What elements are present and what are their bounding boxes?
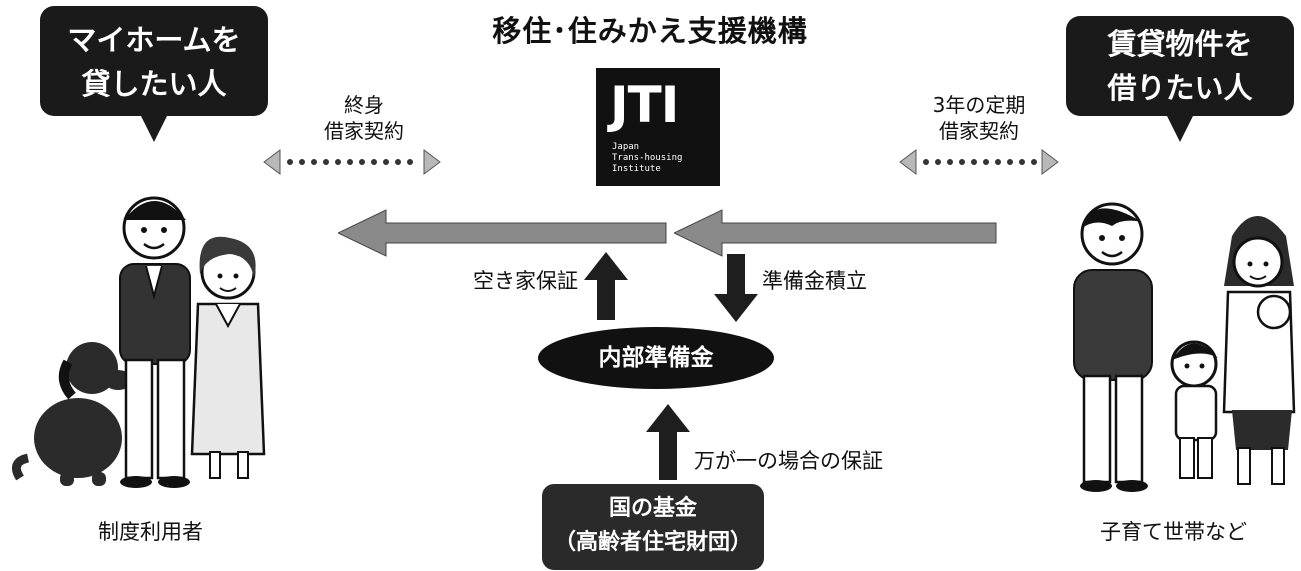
vacancy-guarantee-label: 空き家保証 — [473, 269, 578, 293]
landlord-bubble-line-2: 貸したい人 — [81, 67, 227, 101]
national-fund-line-1: 国の基金 — [608, 496, 697, 521]
national-fund-node: 国の基金 （高齢者住宅財団） — [542, 484, 764, 570]
fixed-term-lease-line-1: 3年の定期 — [932, 93, 1026, 117]
contract-double-arrow-icon — [899, 149, 1059, 175]
child-icon — [1170, 340, 1218, 479]
speech-tail-icon — [140, 114, 168, 142]
national-fund-line-2: （高齢者住宅財団） — [553, 530, 752, 555]
dog-icon — [11, 342, 132, 486]
elderly-woman-icon — [190, 236, 266, 479]
jti-logo-text: JTI — [610, 76, 679, 134]
speech-tail-icon — [1166, 114, 1194, 142]
family-with-children-illustration — [1073, 202, 1296, 492]
diagram-title: 移住･住みかえ支援機構 — [492, 14, 808, 48]
mother-with-baby-icon — [1222, 216, 1296, 485]
landlord-speech-bubble: マイホームを 貸したい人 — [40, 6, 268, 142]
elderly-man-icon — [119, 196, 191, 488]
left-caption: 制度利用者 — [98, 520, 203, 544]
fixed-term-lease-line-2: 借家契約 — [939, 119, 1019, 143]
rent-flow-arrow-left — [338, 209, 667, 257]
right-caption: 子育て世帯など — [1100, 520, 1247, 544]
landlord-bubble-line-1: マイホームを — [67, 23, 241, 57]
lifetime-lease-line-2: 借家契約 — [324, 119, 404, 143]
elderly-couple-with-dog-illustration — [11, 196, 266, 488]
father-icon — [1073, 202, 1153, 492]
fixed-term-lease-label: 3年の定期 借家契約 — [914, 92, 1044, 144]
internal-reserve-node: 内部準備金 — [538, 327, 774, 389]
jti-logo: JTI Japan Trans-housing Institute — [596, 68, 720, 186]
jti-logo-subtitle: Japan Trans-housing Institute — [612, 142, 683, 174]
tenant-bubble-line-2: 借りたい人 — [1107, 71, 1253, 105]
up-arrow-icon — [646, 404, 690, 480]
reserve-accumulation-label: 準備金積立 — [762, 269, 867, 293]
tenant-speech-bubble: 賃貸物件を 借りたい人 — [1066, 16, 1294, 142]
tenant-bubble-line-1: 賃貸物件を — [1107, 27, 1253, 61]
lifetime-lease-label: 終身 借家契約 — [304, 92, 424, 144]
lifetime-lease-line-1: 終身 — [344, 93, 384, 117]
rent-flow-arrow-right — [674, 209, 997, 257]
emergency-guarantee-label: 万が一の場合の保証 — [694, 449, 883, 473]
up-arrow-icon — [584, 252, 628, 320]
contract-double-arrow-icon — [263, 149, 441, 175]
down-arrow-icon — [714, 254, 758, 322]
